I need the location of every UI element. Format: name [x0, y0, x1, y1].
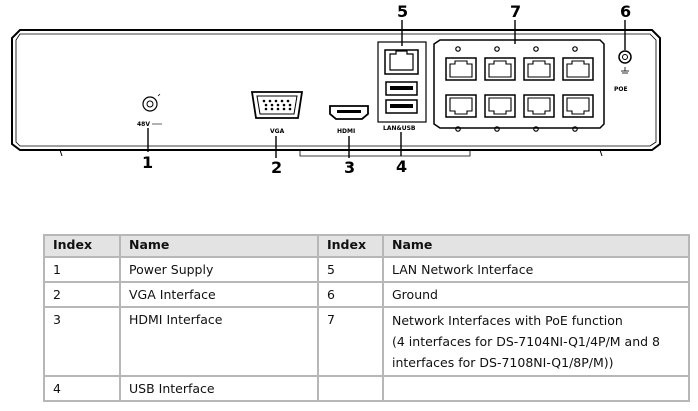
cell-line: (4 interfaces for DS-7104NI-Q1/4P/M and … [392, 334, 660, 349]
interface-table: Index Name Index Name 1 Power Supply 5 L… [43, 234, 690, 402]
cell-index: 5 [317, 256, 384, 283]
header-name-right: Name [382, 234, 690, 258]
header-index-left: Index [43, 234, 121, 258]
cell-index: 1 [43, 256, 121, 283]
leader-lines [147, 20, 626, 158]
poe-port [484, 94, 516, 132]
callout-3: 3 [344, 158, 355, 177]
cell-index: 2 [43, 281, 121, 308]
voltage-label: 48V [137, 121, 150, 128]
poe-port [523, 46, 555, 81]
cell-name: HDMI Interface [119, 306, 319, 377]
led-indicator [455, 126, 461, 132]
table-header-row: Index Name Index Name [43, 234, 690, 258]
cell-name: Ground [382, 281, 690, 308]
cell-name: Network Interfaces with PoE function (4 … [382, 306, 690, 377]
poe-port [562, 46, 594, 81]
header-index-right: Index [317, 234, 384, 258]
cell-index: 3 [43, 306, 121, 377]
cell-name: Power Supply [119, 256, 319, 283]
cell-name [382, 375, 690, 402]
hdmi-port: HDMI [329, 105, 369, 135]
led-indicator [533, 126, 539, 132]
poe-port [445, 46, 477, 81]
vga-label: VGA [270, 128, 285, 135]
callout-5: 5 [397, 2, 408, 21]
callout-2: 2 [271, 158, 282, 177]
vga-port: VGA [250, 91, 304, 135]
lan-usb-label: LAN&USB [383, 125, 416, 132]
cell-line: interfaces for DS-7108NI-Q1/8P/M)) [392, 355, 614, 370]
table-row: 4 USB Interface [43, 375, 690, 402]
poe-port [484, 46, 516, 81]
header-name-left: Name [119, 234, 319, 258]
table-row: 1 Power Supply 5 LAN Network Interface [43, 256, 690, 283]
hdmi-label: HDMI [337, 128, 355, 135]
lan-usb-block: LAN&USB [377, 41, 427, 132]
power-supply-port: 48V [137, 93, 162, 128]
led-indicator [494, 126, 500, 132]
poe-port [523, 94, 555, 132]
cell-line: Network Interfaces with PoE function [392, 313, 623, 328]
led-indicator [455, 46, 461, 52]
led-indicator [494, 46, 500, 52]
poe-ports-block [433, 39, 605, 132]
cell-index: 7 [317, 306, 384, 377]
poe-label: POE [614, 86, 628, 93]
cell-name: VGA Interface [119, 281, 319, 308]
poe-port [445, 94, 477, 132]
led-indicator [572, 46, 578, 52]
cell-name: USB Interface [119, 375, 319, 402]
cell-name: LAN Network Interface [382, 256, 690, 283]
cell-index [317, 375, 384, 402]
ground-terminal: POE [614, 50, 632, 93]
led-indicator [533, 46, 539, 52]
callout-4: 4 [396, 157, 407, 176]
cell-index: 4 [43, 375, 121, 402]
led-indicator [572, 126, 578, 132]
table-row: 2 VGA Interface 6 Ground [43, 281, 690, 308]
callout-1: 1 [142, 153, 153, 172]
rear-panel-diagram: 48V VGA HDMI LAN&USB [11, 2, 661, 177]
callout-7: 7 [510, 2, 521, 21]
callout-6: 6 [620, 2, 631, 21]
poe-port [562, 94, 594, 132]
table-row: 3 HDMI Interface 7 Network Interfaces wi… [43, 306, 690, 377]
cell-index: 6 [317, 281, 384, 308]
